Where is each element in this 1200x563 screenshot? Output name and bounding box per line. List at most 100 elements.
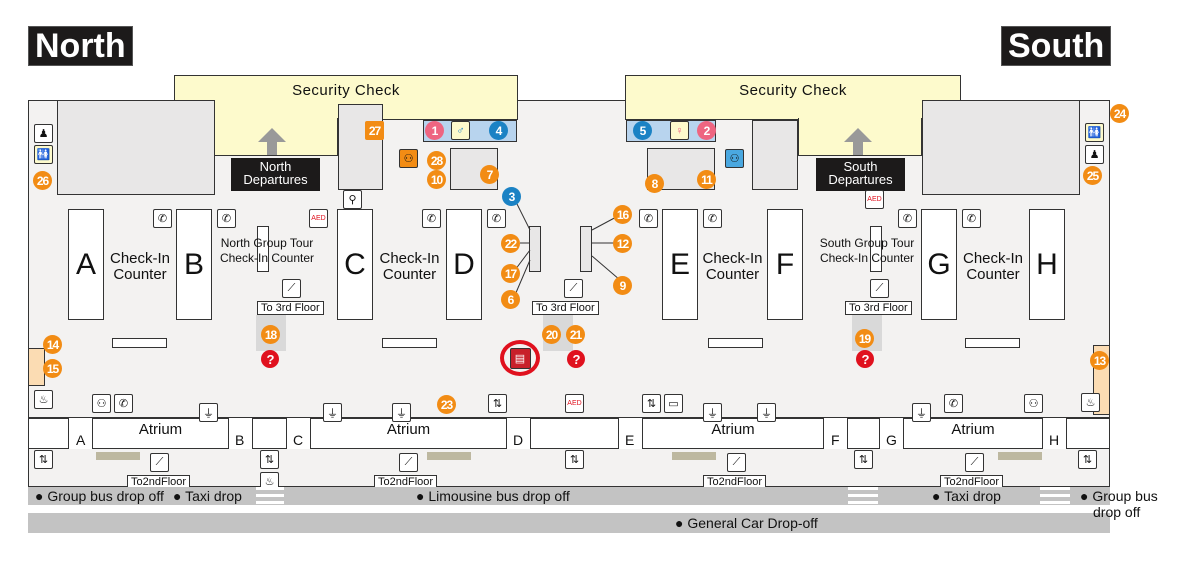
arrow-stem: [267, 141, 277, 155]
center-south-to-2nd-floor-label[interactable]: To2ndFloor: [703, 475, 767, 489]
post-box-marker[interactable]: ▤: [500, 340, 540, 376]
counter-c[interactable]: C: [337, 209, 373, 320]
pin-3[interactable]: 3: [502, 187, 521, 206]
pin-19[interactable]: 19: [855, 329, 874, 348]
counter-f[interactable]: F: [767, 209, 803, 320]
counter-g[interactable]: G: [921, 209, 957, 320]
south-security-check[interactable]: Security Check: [625, 75, 961, 120]
power-outlet-icon: ⏚: [912, 403, 931, 422]
phone-icon: ✆: [898, 209, 917, 228]
north-departures-line1: North: [259, 159, 292, 174]
road-label: Taxi drop: [185, 488, 242, 504]
pin-10[interactable]: 10: [427, 170, 446, 189]
north-group-tour-desk: [257, 226, 269, 272]
block-de: [530, 418, 619, 449]
pin-6[interactable]: 6: [501, 290, 520, 309]
group-tour-line1: North Group Tour: [220, 236, 314, 250]
south-office-block: [922, 100, 1080, 195]
general-car-dropoff[interactable]: ● General Car Drop-off: [675, 515, 818, 531]
entrance-e: E: [625, 432, 635, 448]
pin-14[interactable]: 14: [43, 335, 62, 354]
escalator-icon: ⟋: [965, 453, 984, 472]
atrium-south[interactable]: Atrium: [903, 418, 1043, 449]
center-north-to-2nd-floor-label[interactable]: To2ndFloor: [374, 475, 438, 489]
escalator-landing: [427, 452, 471, 460]
smoking-area-icon: ♨: [1081, 393, 1100, 412]
escalator-icon: ⟋: [282, 279, 301, 298]
south-departures-arrow-icon: [844, 128, 872, 142]
pin-9[interactable]: 9: [613, 276, 632, 295]
pin-1[interactable]: 1: [425, 121, 444, 140]
phone-icon: ✆: [639, 209, 658, 228]
group-bus-dropoff-north[interactable]: ● Group bus drop off: [35, 488, 164, 504]
counter-a[interactable]: A: [68, 209, 104, 320]
pin-28[interactable]: 28: [427, 151, 446, 170]
phone-icon: ✆: [487, 209, 506, 228]
entrance-a: A: [76, 432, 86, 448]
taxi-drop-south[interactable]: ● Taxi drop: [932, 488, 1001, 504]
counter-d[interactable]: D: [446, 209, 482, 320]
escalator-icon: ⟋: [727, 453, 746, 472]
pin-16[interactable]: 16: [613, 205, 632, 224]
pin-20[interactable]: 20: [542, 325, 561, 344]
pin-4[interactable]: 4: [489, 121, 508, 140]
pin-5[interactable]: 5: [633, 121, 652, 140]
south-departures-line1: South: [843, 159, 878, 174]
pin-26[interactable]: 26: [33, 171, 52, 190]
limousine-bus-dropoff[interactable]: ● Limousine bus drop off: [416, 488, 570, 504]
entrance-c: C: [293, 432, 304, 448]
information-icon[interactable]: ?: [261, 350, 279, 368]
north-center-block: [338, 104, 383, 190]
pin-13[interactable]: 13: [1090, 351, 1109, 370]
pin-27[interactable]: 27: [365, 121, 384, 140]
internet-pc-icon: ▭: [664, 394, 683, 413]
post-box-icon: ▤: [509, 347, 531, 369]
south-to-3rd-floor-label[interactable]: To 3rd Floor: [845, 301, 912, 315]
south-to-2nd-floor-label[interactable]: To2ndFloor: [940, 475, 1004, 489]
pin-22[interactable]: 22: [501, 234, 520, 253]
counter-e[interactable]: E: [662, 209, 698, 320]
elevator-icon: ⇅: [1078, 450, 1097, 469]
phone-icon: ✆: [962, 209, 981, 228]
pin-21[interactable]: 21: [566, 325, 585, 344]
taxi-drop-north[interactable]: ● Taxi drop: [173, 488, 242, 504]
pin-15[interactable]: 15: [43, 359, 62, 378]
pin-24[interactable]: 24: [1110, 104, 1129, 123]
escalator-icon: ⟋: [399, 453, 418, 472]
atrium-center-north[interactable]: Atrium: [310, 418, 507, 449]
atrium-north[interactable]: Atrium: [92, 418, 229, 449]
phone-icon: ✆: [153, 209, 172, 228]
atrium-center-south[interactable]: Atrium: [642, 418, 824, 449]
pin-23[interactable]: 23: [437, 395, 456, 414]
north-to-3rd-floor-label[interactable]: To 3rd Floor: [257, 301, 324, 315]
pin-7[interactable]: 7: [480, 165, 499, 184]
road-label: Taxi drop: [944, 488, 1001, 504]
counter-b[interactable]: B: [176, 209, 212, 320]
center-to-3rd-floor-label[interactable]: To 3rd Floor: [532, 301, 599, 315]
information-icon[interactable]: ?: [856, 350, 874, 368]
road-label: Group bus: [1092, 488, 1158, 504]
information-icon[interactable]: ?: [567, 350, 585, 368]
power-outlet-icon: ⏚: [323, 403, 342, 422]
pin-17[interactable]: 17: [501, 264, 520, 283]
power-outlet-icon: ⏚: [703, 403, 722, 422]
pin-25[interactable]: 25: [1083, 166, 1102, 185]
pin-12[interactable]: 12: [613, 234, 632, 253]
counter-h[interactable]: H: [1029, 209, 1065, 320]
crosswalk: [1040, 487, 1070, 505]
arrow-stem: [853, 141, 863, 155]
pin-18[interactable]: 18: [261, 325, 280, 344]
pin-8[interactable]: 8: [645, 174, 664, 193]
phone-icon: ✆: [944, 394, 963, 413]
escalator-icon: ⟋: [150, 453, 169, 472]
pin-2[interactable]: 2: [697, 121, 716, 140]
pin-11[interactable]: 11: [697, 170, 716, 189]
north-to-2nd-floor-label[interactable]: To2ndFloor: [127, 475, 191, 489]
